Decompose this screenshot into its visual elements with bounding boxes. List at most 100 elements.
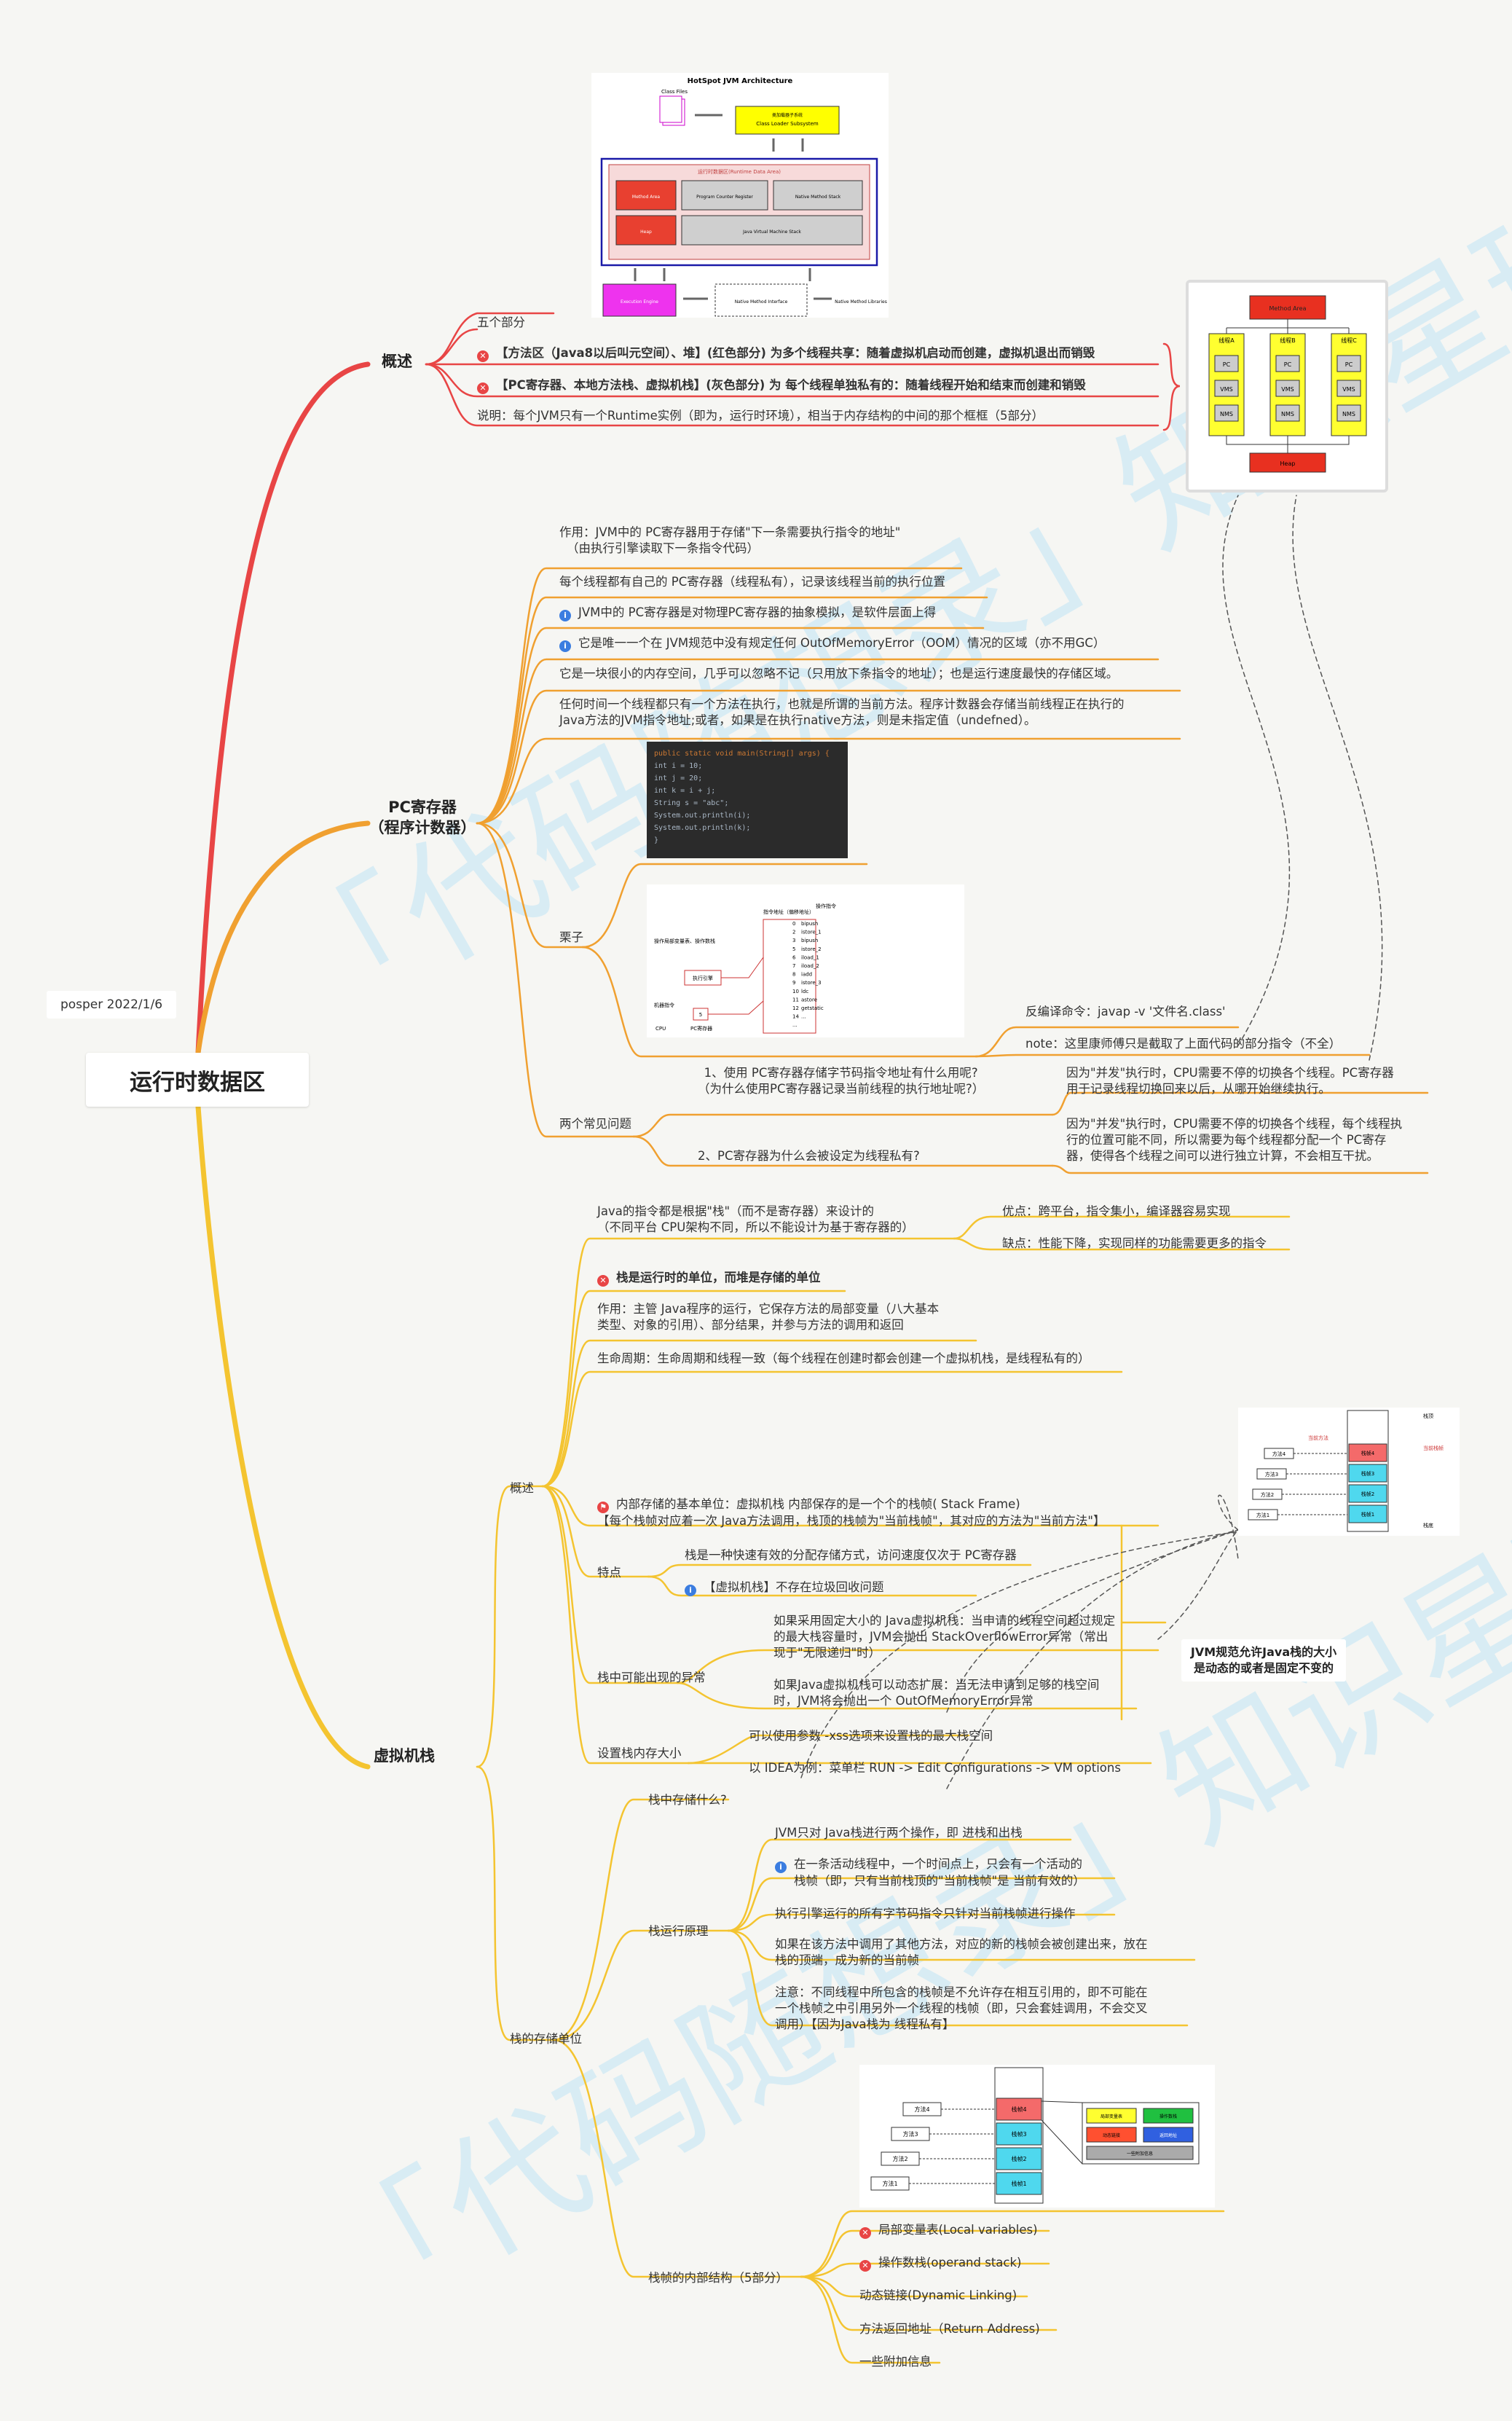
- pc-role: 作用：JVM中的 PC寄存器用于存储"下一条需要执行指令的地址" （由执行引擎读…: [559, 525, 900, 557]
- arch-loader-cn: 类加载器子系统: [772, 112, 803, 118]
- d1-m3: 方法3: [1265, 1471, 1278, 1478]
- pc-a1-line2: 用于记录线程切换回来以后，从哪开始继续执行。: [1066, 1082, 1331, 1096]
- d2-extra: 一些附加信息: [1127, 2151, 1153, 2157]
- stack-exception-sof: 如果采用固定大小的 Java虚拟机栈：当申请的线程空间超过规定 的最大栈容量时，…: [773, 1613, 1115, 1661]
- stack-principle-ops: JVM只对 Java栈进行两个操作，即 进栈和出栈: [775, 1826, 1023, 1840]
- pc-a2-line2: 行的位置可能不同，所以需要为每个线程都分配一个 PC寄存: [1066, 1133, 1387, 1147]
- thread-nms: NMS: [1342, 411, 1355, 417]
- info-icon: i: [559, 640, 571, 652]
- d2-local-vars: 局部变量表: [1100, 2114, 1122, 2119]
- overview-five-parts: 五个部分: [477, 315, 525, 329]
- pc-role-line2: （由执行引擎读取下一条指令代码）: [567, 541, 759, 555]
- fr2-text: 操作数栈(operand stack): [878, 2256, 1022, 2269]
- stack-lifecycle: 生命周期：生命周期和线程一致（每个线程在创建时都会创建一个虚拟机栈，是线程私有的…: [597, 1351, 1090, 1365]
- bytecode-machine: 机器指令: [654, 1002, 674, 1008]
- stack-e2-line1: 如果Java虚拟机栈可以动态扩展：当无法申请到足够的栈空间: [773, 1678, 1100, 1692]
- d2-return: 返回地址: [1159, 2132, 1177, 2138]
- stack-frame-structure: 栈帧的内部结构（5部分）: [648, 2271, 788, 2285]
- d1-frame2: 栈帧2: [1361, 1491, 1374, 1497]
- d2-operand: 操作数栈: [1159, 2114, 1177, 2119]
- arch-class-files: Class Files: [661, 89, 688, 95]
- stack-r4-line1: 如果在该方法中调用了其他方法，对应的新的栈帧会被创建出来，放在: [775, 1937, 1148, 1951]
- bytecode-op: iload_2: [801, 963, 819, 969]
- bytecode-addr: 7: [792, 963, 795, 969]
- topic-vm-stack[interactable]: 虚拟机栈: [374, 1747, 435, 1765]
- bytecode-instr-label: 操作指令: [816, 903, 836, 909]
- author-tag: posper 2022/1/6: [47, 991, 176, 1019]
- stack-feature-fast: 栈是一种快速有效的分配存储方式，访问速度仅次于 PC寄存器: [685, 1548, 1017, 1562]
- stack-f2-text: 【虚拟机栈】不存在垃圾回收问题: [704, 1580, 884, 1594]
- pc-javap: 反编译命令：javap -v '文件名.class': [1025, 1005, 1226, 1019]
- thread-vms: VMS: [1342, 386, 1355, 393]
- overview-note: 说明：每个JVM只有一个Runtime实例（即为，运行时环境），相当于内存结构的…: [477, 409, 1044, 423]
- bytecode-addr: ...: [792, 1022, 798, 1028]
- stack-r2-line2: 栈帧（即，只有当前栈顶的"当前栈帧"是 当前有效的）: [794, 1874, 1085, 1888]
- hotspot-architecture-image: HotSpot JVM Architecture Class Files 类加载…: [591, 73, 889, 318]
- stack-r5-line3: 调用）【因为Java栈为 线程私有】: [775, 2017, 955, 2031]
- d2-dynamic: 动态链接: [1103, 2132, 1120, 2138]
- code-line: String s = "abc";: [654, 799, 729, 807]
- arch-title: HotSpot JVM Architecture: [688, 77, 793, 85]
- fr1-text: 局部变量表(Local variables): [878, 2223, 1038, 2237]
- stack-design-line1: Java的指令都是根据"栈"（而不是寄存器）来设计的: [597, 1204, 875, 1218]
- stack-e1-line1: 如果采用固定大小的 Java虚拟机栈：当申请的线程空间超过规定: [773, 1614, 1116, 1628]
- topic-overview[interactable]: 概述: [382, 353, 412, 370]
- arch-native-lib: Native Method Libraries: [835, 299, 887, 305]
- flag-icon: ⚑: [597, 1502, 609, 1513]
- stack-r2-line1: 在一条活动线程中，一个时间点上，只会有一个活动的: [794, 1857, 1082, 1871]
- d1-frame4: 栈帧4: [1361, 1450, 1375, 1456]
- d2-frame4: 栈帧4: [1011, 2106, 1026, 2113]
- arch-engine: Execution Engine: [621, 299, 658, 305]
- d2-frame1: 栈帧1: [1011, 2180, 1026, 2187]
- thread-nms: NMS: [1281, 411, 1294, 417]
- stack-exceptions: 栈中可能出现的异常: [597, 1671, 706, 1684]
- root-topic[interactable]: 运行时数据区: [86, 1053, 309, 1107]
- code-line: int k = i + j;: [654, 787, 716, 795]
- d1-top: 栈顶: [1423, 1413, 1433, 1419]
- thread-vms: VMS: [1281, 386, 1294, 393]
- arch-pc-reg: Program Counter Register: [696, 195, 753, 200]
- bytecode-op: istore_1: [801, 930, 822, 935]
- arch-native-if: Native Method Interface: [735, 299, 788, 305]
- frame-local-variables: ✕ 局部变量表(Local variables): [859, 2222, 1038, 2239]
- pc-p5-line2: Java方法的JVM指令地址;或者，如果是在执行native方法，则是未指定值（…: [559, 713, 1036, 727]
- bytecode-op: ldc: [801, 989, 808, 994]
- stack-frame-line1: 内部存储的基本单位：虚拟机栈 内部保存的是一个个的栈帧( Stack Frame…: [616, 1497, 1020, 1511]
- topic-pc-register[interactable]: PC寄存器 （程序计数器）: [368, 797, 477, 838]
- stack-design: Java的指令都是根据"栈"（而不是寄存器）来设计的 （不同平台 CPU架构不同…: [597, 1204, 914, 1236]
- stack-principle-note: 注意：不同线程中所包含的栈帧是不允许存在相互引用的，即不可能在 一个栈帧之中引用…: [775, 1985, 1148, 2033]
- bytecode-pc-value: 5: [699, 1012, 702, 1018]
- info-icon: i: [559, 610, 571, 621]
- bytecode-op: iload_1: [801, 954, 819, 960]
- pc-q1-line1: 1、使用 PC寄存器存储字节码指令地址有什么用呢?: [704, 1066, 978, 1080]
- stack-what-stored: 栈中存储什么?: [648, 1793, 727, 1807]
- d1-frame1: 栈帧1: [1361, 1511, 1374, 1518]
- pc-a2-line3: 器，使得各个线程之间可以进行独立计算，不会相互干扰。: [1066, 1149, 1379, 1163]
- stack-role-line1: 作用：主管 Java程序的运行，它保存方法的局部变量（八大基本: [597, 1302, 940, 1316]
- pc-point-small: 它是一块很小的内存空间，几乎可以忽略不记（只用放下条指令的地址）；也是运行速度最…: [559, 667, 1119, 680]
- thread-memory-image: Method Area 线程A PC VMS NMS 线程B PC VMS NM…: [1186, 280, 1388, 493]
- d2-m3: 方法3: [902, 2130, 918, 2138]
- bytecode-addr: 9: [792, 980, 795, 986]
- stack-principle-engine: 执行引擎运行的所有字节码指令只针对当前栈帧进行操作: [775, 1907, 1076, 1920]
- bytecode-addr-label: 指令地址（偏移地址）: [763, 909, 814, 915]
- priority-icon: ✕: [859, 2260, 871, 2272]
- bytecode-op: ...: [801, 1014, 806, 1020]
- arch-method-area: Method Area: [632, 195, 661, 200]
- d2-m1: 方法1: [882, 2180, 897, 2187]
- pc-a1: 因为"并发"执行时，CPU需要不停的切换各个线程。PC寄存器 用于记录线程切换回…: [1066, 1065, 1394, 1097]
- jvm-spec-note: JVM规范允许Java栈的大小是动态的或者是固定不变的: [1181, 1639, 1346, 1682]
- jvm-note-line1: JVM规范允许Java栈的大小: [1190, 1645, 1337, 1659]
- bytecode-addr: 2: [792, 930, 795, 935]
- stack-r5-line2: 一个栈帧之中引用另外一个线程的栈帧（即，只会套娃调用，不会交叉: [775, 2001, 1148, 2015]
- bytecode-op: bipush: [801, 921, 818, 927]
- priority-icon: ✕: [859, 2227, 871, 2239]
- stack-r4-line2: 栈的顶端，成为新的当前帧: [775, 1953, 919, 1967]
- stack-feature-no-gc: i【虚拟机栈】不存在垃圾回收问题: [685, 1580, 884, 1596]
- d1-bottom: 栈底: [1423, 1522, 1433, 1529]
- pc-role-line1: 作用：JVM中的 PC寄存器用于存储"下一条需要执行指令的地址": [559, 525, 901, 539]
- stack-size: 设置栈内存大小: [597, 1746, 682, 1760]
